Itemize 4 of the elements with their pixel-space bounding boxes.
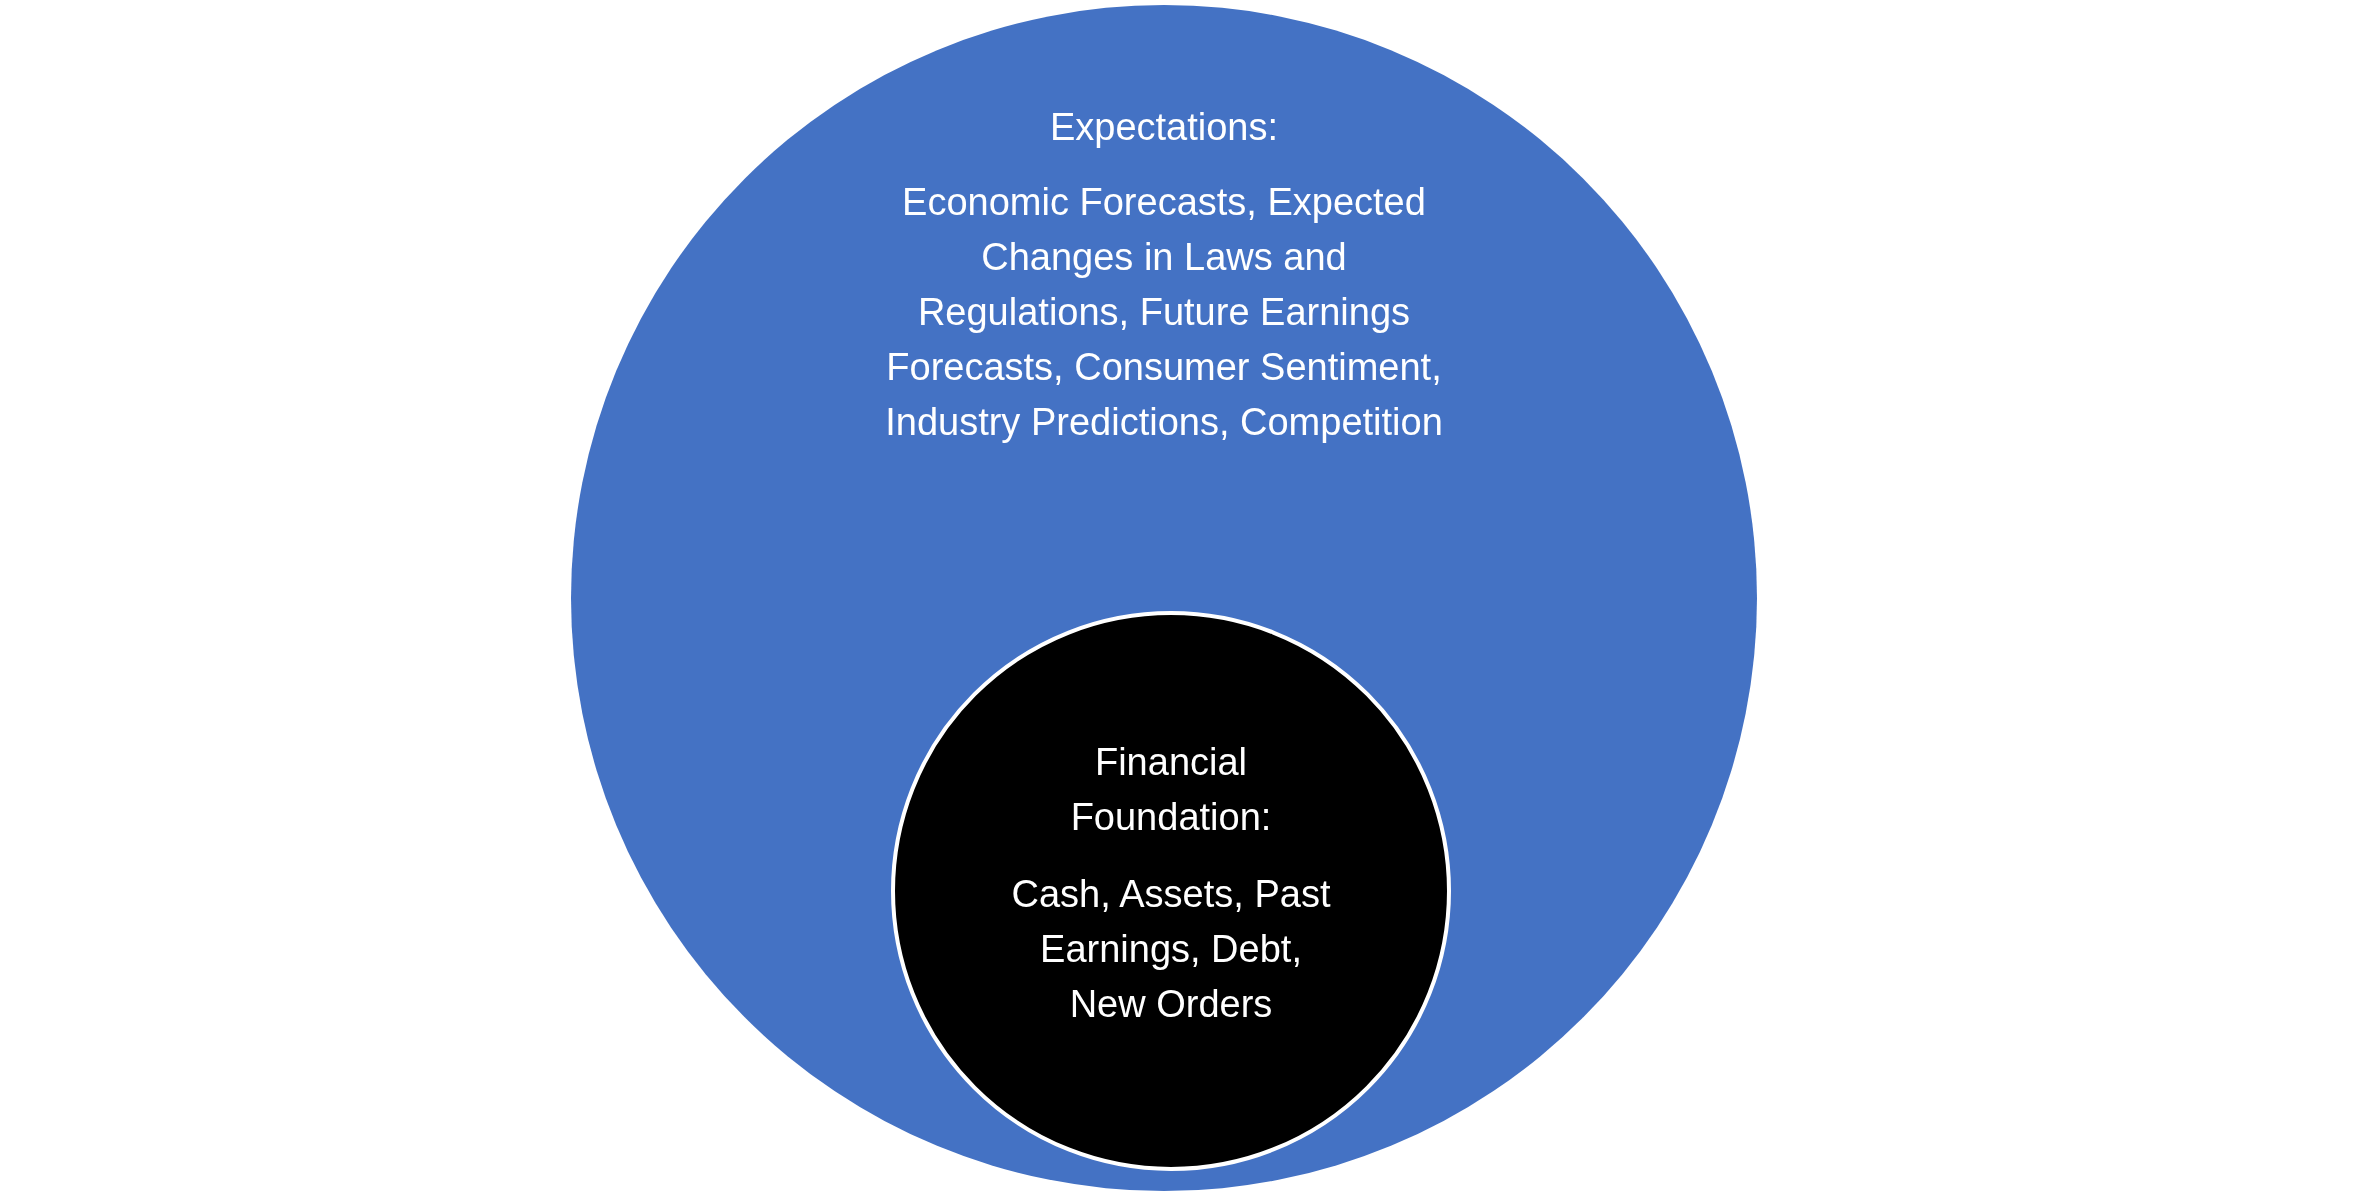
circle-heading: Financial Foundation:	[1069, 740, 1273, 841]
circle-text: Economic Forecasts, Expected Changes in Laws and Regulations, Future Earnings Forecasts, Consumer Sentiment, Industry Predictions, Competition	[884, 180, 1444, 446]
circle-heading: Expectations:	[1049, 105, 1279, 150]
circle-text: Cash, Assets, Past Earnings, Debt, New Orders	[1010, 872, 1332, 1028]
